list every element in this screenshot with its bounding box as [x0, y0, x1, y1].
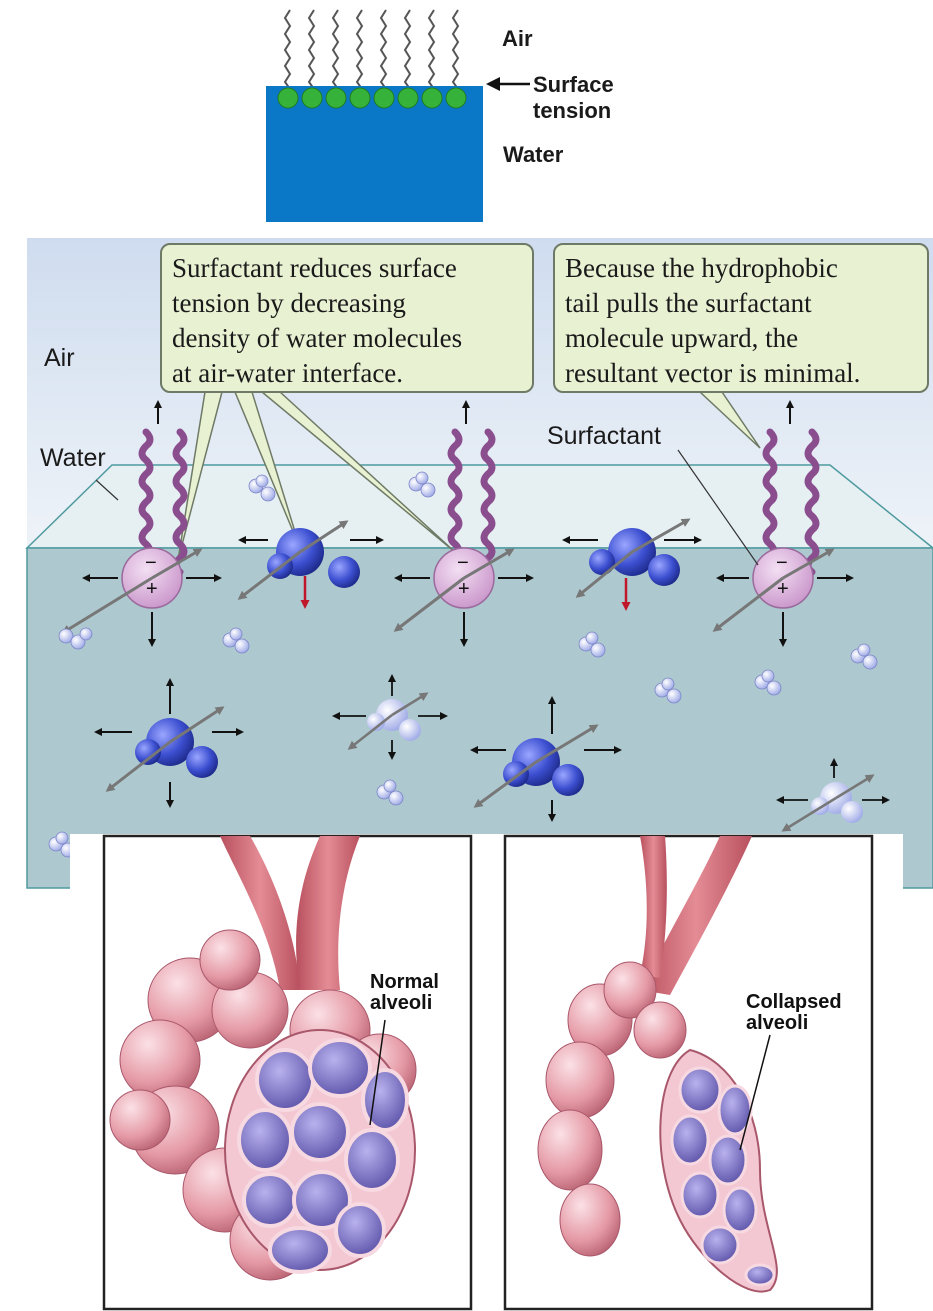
- normal-alveoli-label: Normal alveoli: [370, 972, 439, 1014]
- normal-alveoli-label-line1: Normal: [370, 972, 439, 993]
- collapsed-alveoli-label-line2: alveoli: [746, 1013, 842, 1034]
- collapsed-alveoli-label: Collapsed alveoli: [746, 992, 842, 1034]
- normal-alveoli-label-line2: alveoli: [370, 993, 439, 1014]
- collapsed-alveoli-label-line1: Collapsed: [746, 992, 842, 1013]
